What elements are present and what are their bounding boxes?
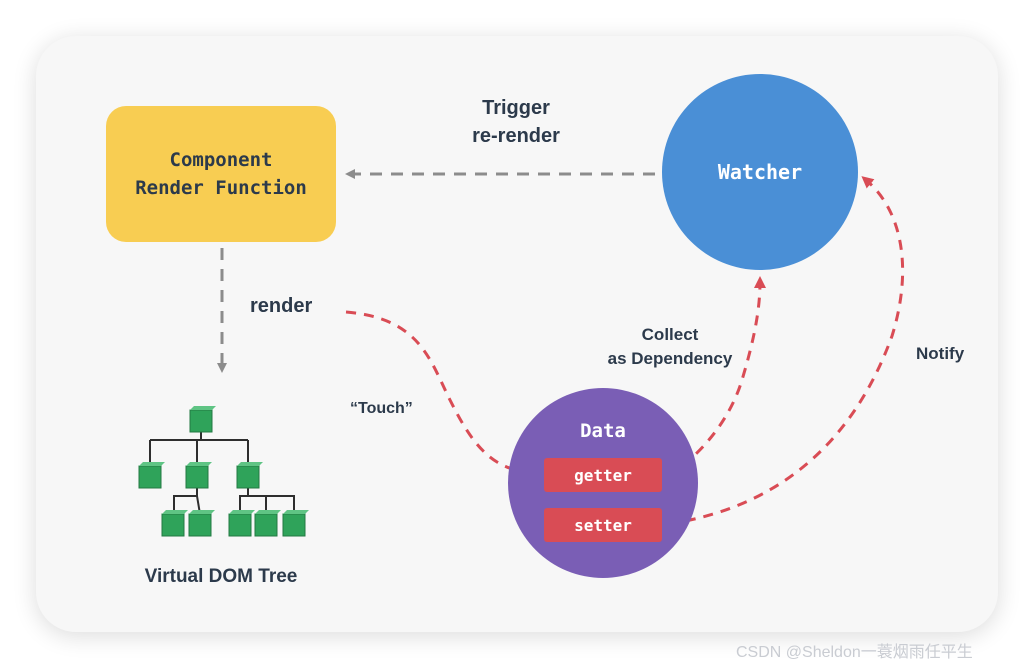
virtual-dom-tree-label: Virtual DOM Tree bbox=[144, 566, 298, 587]
trigger-rerender-line-2: re-render bbox=[472, 125, 560, 147]
touch-arrow bbox=[345, 310, 536, 478]
component-render-function-node: Component Render Function bbox=[106, 106, 336, 242]
collect-dependency-line-2: as Dependency bbox=[607, 349, 733, 368]
data-node: Data getter setter bbox=[508, 388, 698, 578]
notify-arrow bbox=[667, 176, 905, 526]
trigger-rerender-label: Trigger re-render bbox=[454, 94, 578, 150]
watcher-node: Watcher bbox=[662, 74, 858, 270]
render-label: render bbox=[250, 295, 313, 317]
collect-dependency-line-1: Collect bbox=[641, 325, 699, 344]
component-render-function-label: Component Render Function bbox=[135, 149, 307, 199]
setter-pill: setter bbox=[544, 508, 662, 542]
virtual-dom-tree-icon bbox=[138, 406, 309, 537]
getter-pill: getter bbox=[544, 458, 662, 492]
collect-dependency-label: Collect as Dependency bbox=[598, 323, 742, 371]
watermark: CSDN @Sheldon一蓑烟雨任平生 bbox=[736, 644, 973, 661]
notify-label: Notify bbox=[916, 344, 965, 363]
watcher-label: Watcher bbox=[717, 160, 803, 184]
touch-label: “Touch” bbox=[350, 400, 413, 417]
trigger-rerender-line-1: Trigger bbox=[482, 97, 550, 119]
data-title: Data bbox=[580, 420, 626, 442]
